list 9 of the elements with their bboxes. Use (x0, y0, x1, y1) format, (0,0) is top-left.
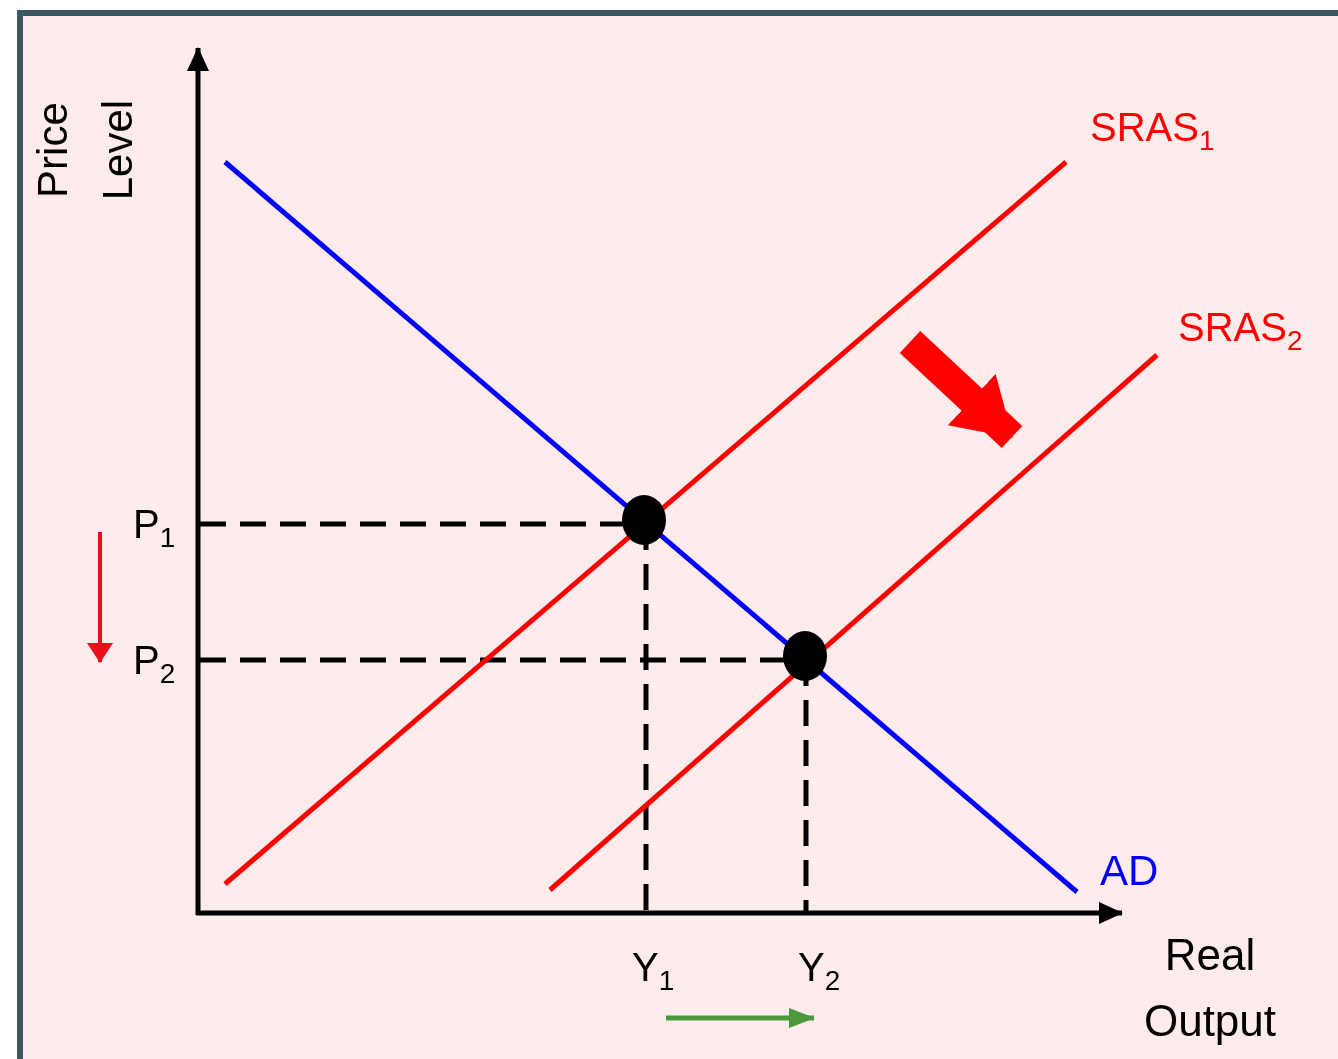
tick-label: P$_{1}$ (133, 502, 176, 554)
curve-label: AD (1100, 848, 1159, 895)
curve-label: SRAS$_{2}$ (1178, 305, 1303, 357)
axis-label: Real Output (1142, 929, 1278, 1047)
tick-label: P$_{2}$ (133, 638, 176, 690)
curve-label: SRAS$_{1}$ (1090, 105, 1215, 157)
tick-label: Y$_{1}$ (632, 945, 675, 997)
tick-label: Y$_{2}$ (798, 945, 841, 997)
axis-label: Price Level (27, 98, 142, 203)
